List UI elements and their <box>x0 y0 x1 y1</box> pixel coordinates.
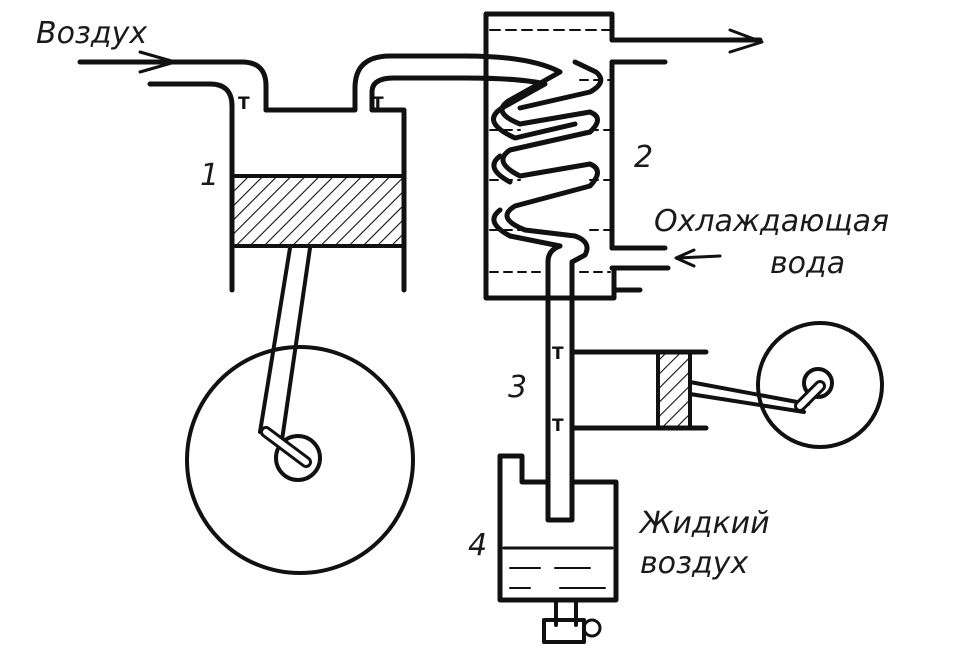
cooling-water-label-line1: Охлаждающая <box>654 204 890 239</box>
water-inlet-arrow <box>674 248 722 268</box>
liquid-air-vessel-4 <box>497 453 619 644</box>
valve-marker-expansion-out: Т <box>552 416 564 436</box>
air-outlet-arrow <box>728 28 764 54</box>
expansion-cylinder-3 <box>569 349 709 431</box>
liquid-air-label-line2: воздух <box>640 546 749 581</box>
component-number-4: 4 <box>468 528 488 563</box>
air-inlet-label: Воздух <box>36 16 148 51</box>
cooling-coil <box>462 53 604 523</box>
component-number-3: 3 <box>508 370 528 405</box>
expansion-piston <box>656 350 692 430</box>
flywheel-2 <box>688 321 884 449</box>
liquid-air-label-line1: Жидкий <box>640 506 770 541</box>
valve-marker-expansion-in: Т <box>552 344 564 364</box>
air-inlet-arrow <box>138 50 177 74</box>
valve-marker-outlet: Т <box>372 94 384 114</box>
valve-marker-inlet: Т <box>238 94 250 114</box>
component-number-1: 1 <box>200 158 220 193</box>
cooling-water-label-line2: вода <box>770 246 846 281</box>
compressor-cylinder-1 <box>229 107 407 293</box>
component-number-2: 2 <box>634 140 654 175</box>
compressor-piston <box>230 174 406 248</box>
flywheel-1 <box>185 246 415 575</box>
air-inlet-pipe <box>77 53 468 121</box>
